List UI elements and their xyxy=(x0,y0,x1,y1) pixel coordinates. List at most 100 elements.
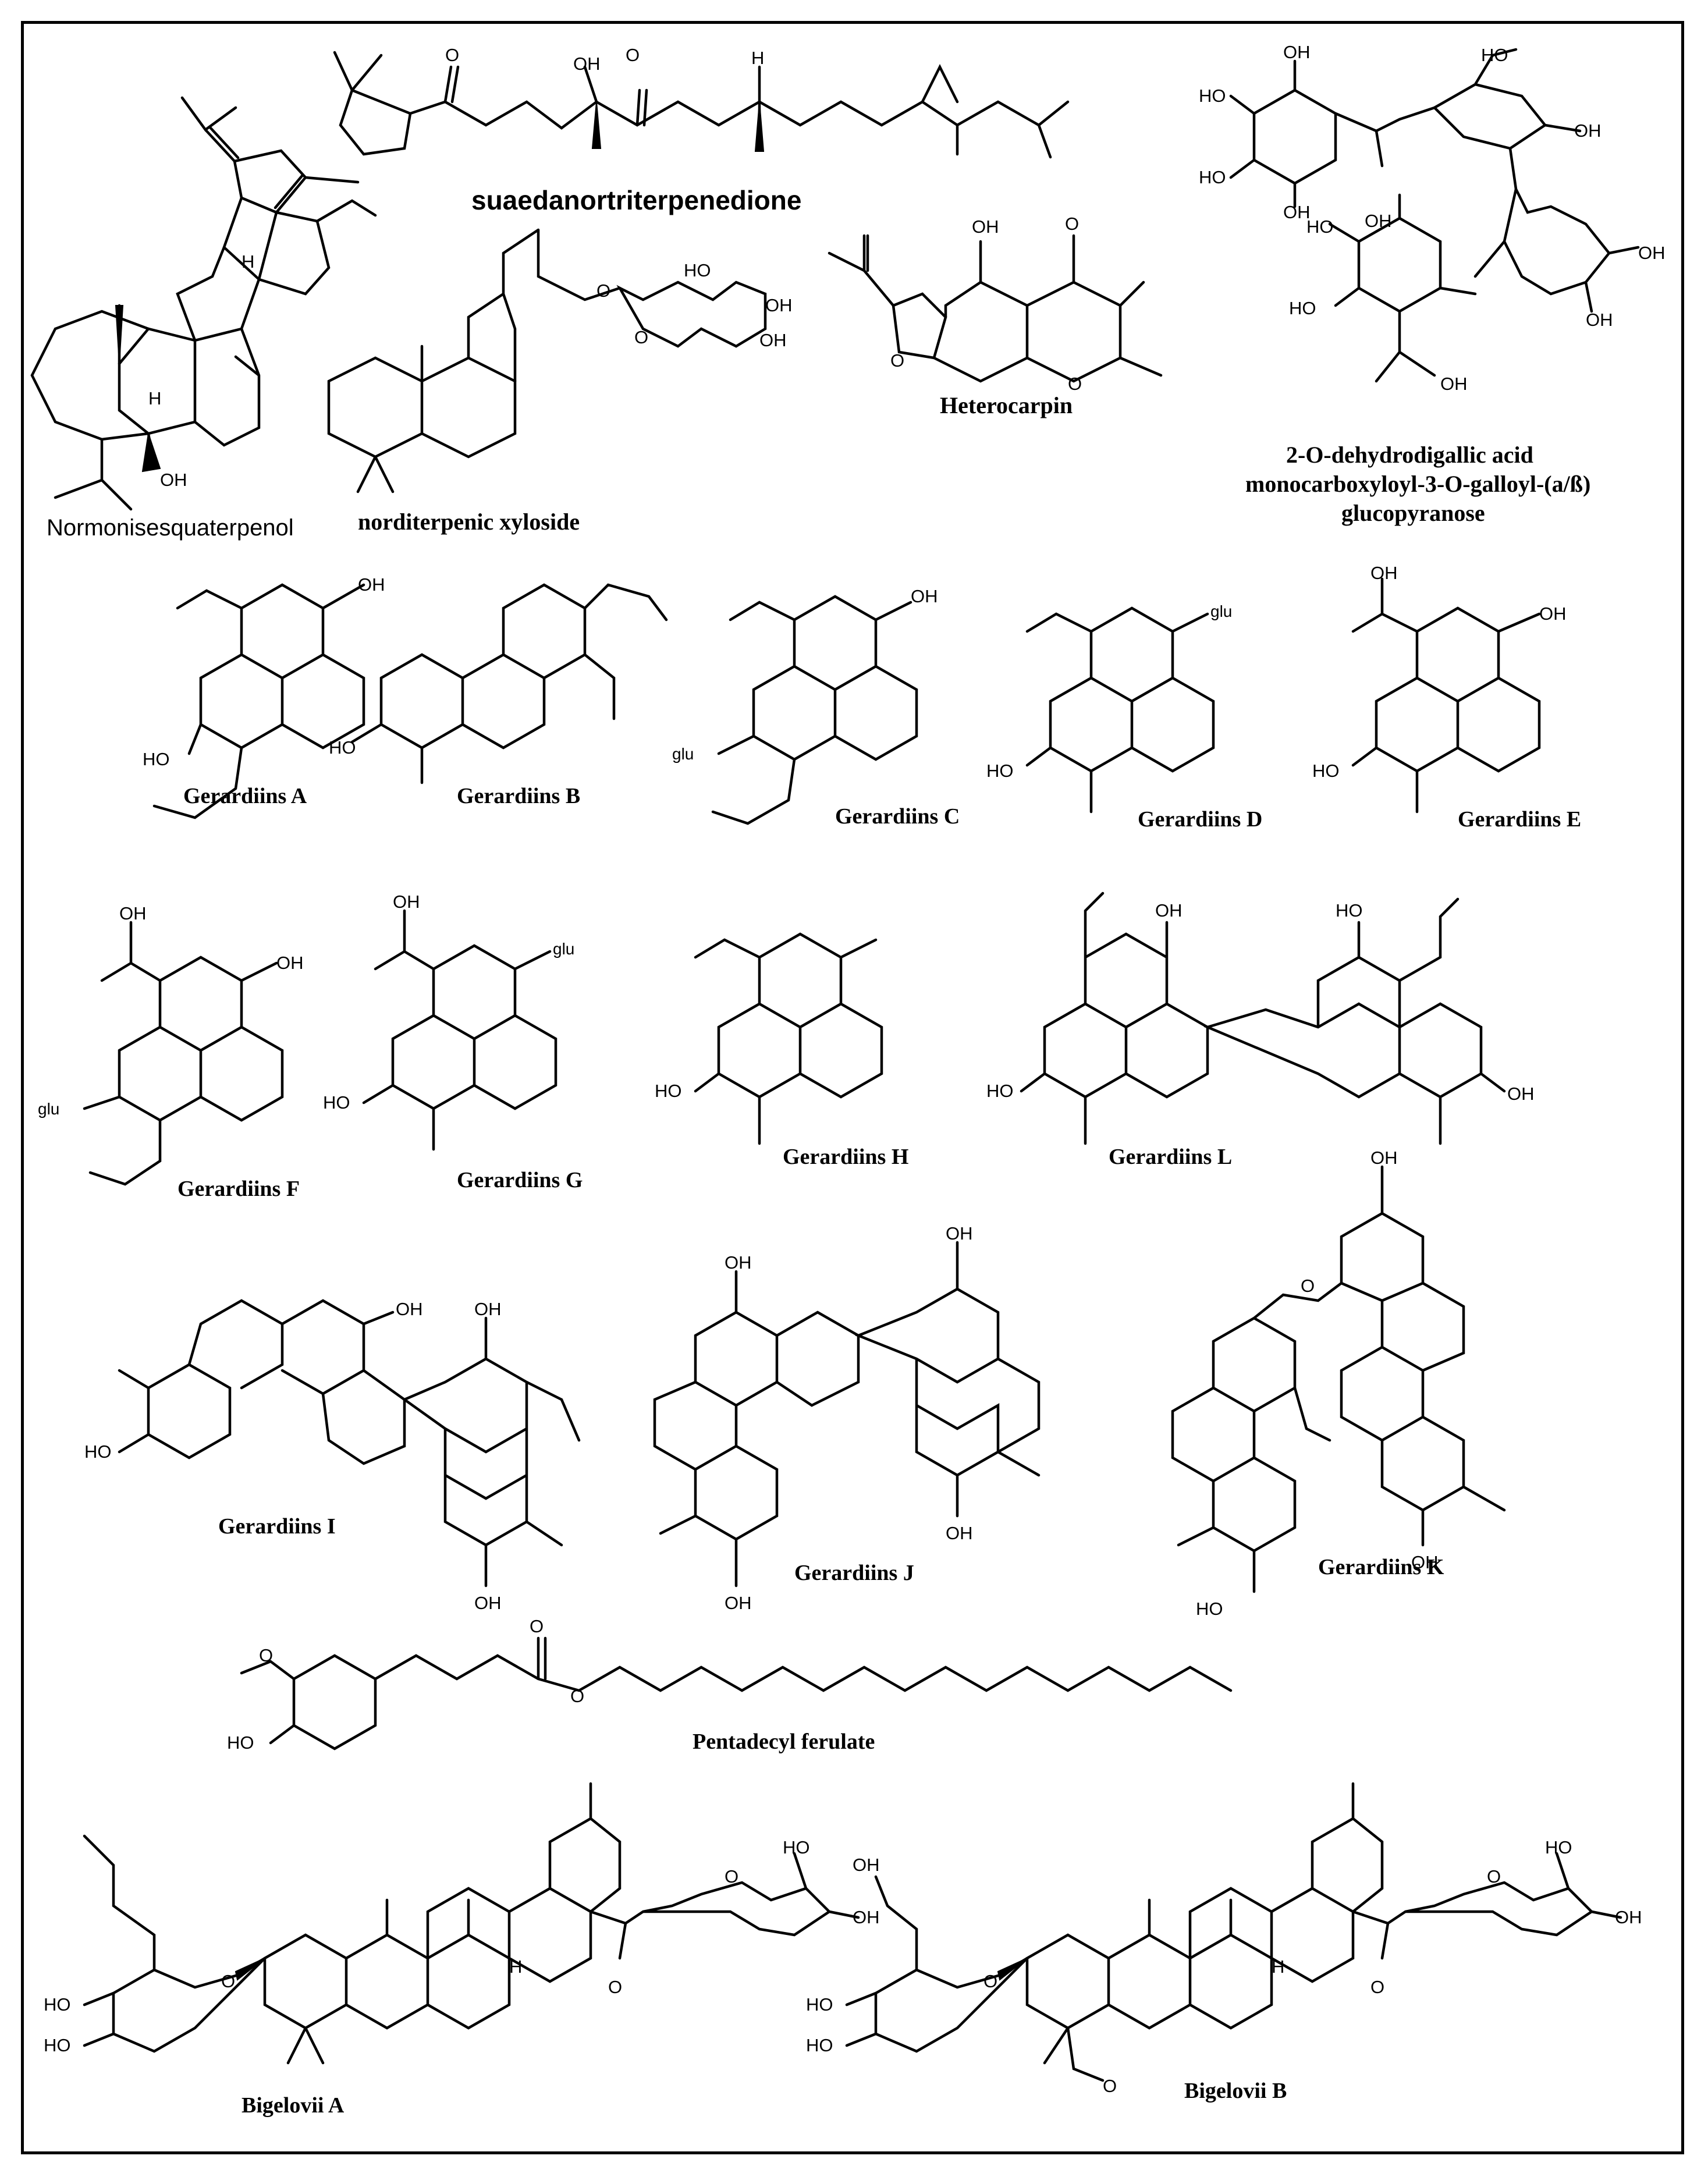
structure-gerardiins-a: OH HO Gerardiins A xyxy=(143,574,385,819)
compound-name: Heterocarpin xyxy=(940,392,1073,418)
atom-label: O xyxy=(1301,1276,1315,1296)
atom-label: O xyxy=(890,350,904,371)
atom-label: glu xyxy=(672,745,694,763)
atom-label: OH xyxy=(853,1855,880,1875)
atom-label: OH xyxy=(1539,603,1567,624)
atom-label: OH xyxy=(946,1523,973,1543)
atom-label: H xyxy=(148,388,161,409)
compound-name: norditerpenic xyloside xyxy=(358,509,580,535)
atom-label: OH xyxy=(1586,310,1613,330)
compound-name: 2-O-dehydrodigallic acid xyxy=(1286,442,1533,468)
compound-name: Gerardiins E xyxy=(1458,807,1581,832)
atom-label: O xyxy=(445,45,459,65)
atom-label: HO xyxy=(806,1994,833,2015)
atom-label: O xyxy=(634,327,648,347)
atom-label: HO xyxy=(1199,86,1226,106)
atom-label: O xyxy=(1370,1977,1384,1997)
atom-label: OH xyxy=(1370,563,1398,583)
atom-label: glu xyxy=(1210,602,1232,620)
atom-label: OH xyxy=(725,1593,752,1613)
atom-label: HO xyxy=(1289,298,1316,318)
atom-label: O xyxy=(725,1866,738,1887)
atom-label: OH xyxy=(276,953,304,973)
structure-gerardiins-f: OH OH glu Gerardiins F xyxy=(38,903,304,1201)
atom-label: H xyxy=(242,251,254,272)
atom-label: HO xyxy=(143,749,170,769)
compound-name: Normonisesquaterpenol xyxy=(47,515,294,541)
compound-name: suaedanortriterpenedione xyxy=(471,185,801,215)
compound-name: Gerardiins F xyxy=(177,1177,300,1201)
compound-name: monocarboxyloyl-3-O-galloyl-(a/ß) xyxy=(1245,471,1590,497)
structure-gerardiins-g: OH glu HO Gerardiins G xyxy=(323,892,583,1192)
compound-name: Gerardiins H xyxy=(783,1145,908,1169)
structure-gerardiins-d: glu HO Gerardiins D xyxy=(986,602,1262,832)
compound-name: Gerardiins J xyxy=(794,1561,914,1585)
atom-label: O xyxy=(1065,214,1079,234)
atom-label: HO xyxy=(684,260,711,280)
atom-label: HO xyxy=(1336,900,1363,921)
atom-label: HO xyxy=(1306,216,1334,237)
structure-gerardiins-e: OH OH HO Gerardiins E xyxy=(1312,563,1581,832)
atom-label: HO xyxy=(806,2035,833,2055)
atom-label: OH xyxy=(358,574,385,595)
atom-label: OH xyxy=(759,330,787,350)
atom-label: O xyxy=(530,1616,544,1636)
structure-gerardiins-l: OH HO HO OH Gerardiins L xyxy=(986,892,1535,1169)
atom-label: glu xyxy=(38,1100,59,1118)
atom-label: OH xyxy=(1411,1552,1439,1572)
compound-name: Bigelovii B xyxy=(1184,2079,1287,2103)
atom-label: OH xyxy=(1283,42,1311,62)
compound-name: Bigelovii A xyxy=(242,2093,345,2118)
atom-label: HO xyxy=(84,1441,112,1462)
atom-label: HO xyxy=(1545,1837,1572,1858)
figure-frame: H H OH Normonisesquaterpenol O O OH H su… xyxy=(21,21,1684,2154)
atom-label: OH xyxy=(1440,374,1468,394)
atom-label: OH xyxy=(1283,202,1311,222)
compound-name: Gerardiins I xyxy=(218,1514,336,1539)
atom-label: OH xyxy=(160,470,187,490)
compound-name: Gerardiins A xyxy=(183,784,307,808)
structure-bigelovii-a: O OH HO O HO HO O H Bigelovii A xyxy=(44,1782,880,2118)
atom-label: OH xyxy=(1615,1907,1642,1927)
structure-gerardiins-b: HO Gerardiins B xyxy=(329,583,668,808)
atom-label: OH xyxy=(1155,900,1183,921)
structure-gerardiins-c: OH glu Gerardiins C xyxy=(672,586,960,829)
atom-label: H xyxy=(509,1956,522,1977)
compound-name: Gerardiins C xyxy=(835,804,960,829)
atom-label: OH xyxy=(1574,120,1602,141)
atom-label: HO xyxy=(1312,761,1340,781)
atom-label: OH xyxy=(1507,1084,1535,1104)
structure-bigelovii-b: O O OH HO O OH HO HO O H Bigelovii B xyxy=(806,1782,1642,2103)
structure-suaedanortriterpenedione: O O OH H suaedanortriterpenedione xyxy=(333,45,1070,215)
atom-label: HO xyxy=(655,1081,682,1101)
atom-label: HO xyxy=(44,2035,71,2055)
atom-label: OH xyxy=(853,1907,880,1927)
structure-norditerpenic-xyloside: O O HO OH OH norditerpenic xyloside xyxy=(327,228,793,535)
atom-label: HO xyxy=(44,1994,71,2015)
atom-label: HO xyxy=(1481,45,1508,65)
atom-label: HO xyxy=(986,1081,1014,1101)
atom-label: OH xyxy=(946,1223,973,1244)
compound-name: Gerardiins K xyxy=(1318,1555,1444,1579)
atom-label: HO xyxy=(329,737,356,758)
structures-canvas: H H OH Normonisesquaterpenol O O OH H su… xyxy=(30,42,1666,2118)
compound-name: Gerardiins D xyxy=(1138,807,1262,832)
atom-label: H xyxy=(751,48,764,68)
atom-label: H xyxy=(1272,1956,1284,1977)
atom-label: OH xyxy=(474,1593,502,1613)
atom-label: HO xyxy=(783,1837,810,1858)
atom-label: O xyxy=(259,1645,273,1665)
atom-label: O xyxy=(1487,1866,1501,1887)
atom-label: OH xyxy=(396,1299,423,1319)
atom-label: O xyxy=(596,280,610,301)
structure-gerardiins-h: HO Gerardiins H xyxy=(655,932,908,1169)
atom-label: HO xyxy=(1199,167,1226,187)
atom-label: OH xyxy=(1638,243,1666,263)
atom-label: OH xyxy=(119,903,147,924)
atom-label: OH xyxy=(725,1252,752,1273)
structure-heterocarpin: OH O O O Heterocarpin xyxy=(828,214,1163,418)
structure-gerardiins-k: O OH OH HO Gerardiins K xyxy=(1171,1148,1506,1619)
atom-label: OH xyxy=(1370,1148,1398,1168)
atom-label: glu xyxy=(553,940,574,958)
atom-label: O xyxy=(1068,374,1082,394)
